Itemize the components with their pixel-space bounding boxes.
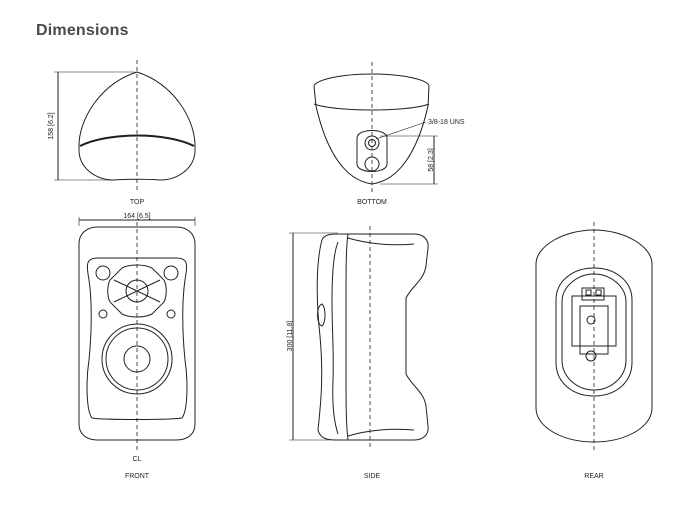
page-title: Dimensions [36, 22, 129, 39]
side-height-label: 300 [11.8] [287, 321, 294, 352]
top-height-label: 158 [6.2] [48, 112, 55, 139]
top-view: 158 [6.2] TOP [48, 60, 196, 206]
bottom-view-label: BOTTOM [357, 199, 387, 206]
bottom-height-label: 58 [2.3] [428, 148, 435, 171]
thread-label: 3/8-18 UNS [428, 119, 465, 126]
front-view: 164 [6.5] CL FRONT [78, 213, 196, 480]
side-view: 300 [11.8] SIDE [287, 226, 429, 480]
side-view-label: SIDE [364, 473, 381, 480]
front-view-label: FRONT [125, 473, 150, 480]
top-view-label: TOP [130, 199, 145, 206]
centerline-label: CL [133, 456, 142, 463]
rear-view-label: REAR [584, 473, 603, 480]
bottom-view: 3/8-18 UNS 58 [2.3] BOTTOM [313, 62, 465, 206]
front-width-label: 164 [6.5] [123, 213, 150, 220]
rear-view: REAR [535, 222, 653, 480]
